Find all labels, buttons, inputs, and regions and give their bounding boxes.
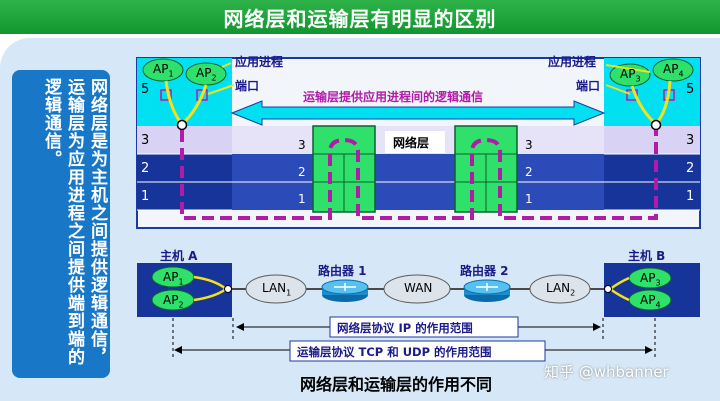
ip-scope-label-box xyxy=(329,316,519,338)
bottom-ap3-label: AP3 xyxy=(640,271,661,288)
left-port-2 xyxy=(196,89,208,101)
left-layer-num-1: 1 xyxy=(141,189,150,204)
router2-label: 路由器 2 xyxy=(460,264,509,278)
page-title: 网络层和运输层有明显的区别 xyxy=(223,7,497,31)
top-ap4-bubble xyxy=(652,58,694,82)
bottom-ap1-label: AP1 xyxy=(163,270,184,287)
top-app-process-pointer-right xyxy=(605,64,651,73)
watermark: 知乎 @whbanner xyxy=(544,363,669,381)
lan2-label: LAN2 xyxy=(546,281,576,298)
lan1-cloud xyxy=(245,274,307,304)
top-ap1-bubble xyxy=(142,58,184,82)
top-ap3-label: AP3 xyxy=(620,67,641,84)
right-layer-num-1: 1 xyxy=(686,189,695,204)
network-layer-label: 网络层 xyxy=(393,136,430,150)
top-port-left: 端口 xyxy=(235,79,260,93)
right-socket-dot xyxy=(650,119,662,131)
router1-stack xyxy=(312,125,376,213)
host-b-label: 主机 B xyxy=(628,249,666,263)
transport-arrow-label: 运输层提供应用进程间的逻辑通信 xyxy=(303,90,484,104)
router1-layer-num-1: 1 xyxy=(298,192,306,206)
logical-communication-path xyxy=(180,130,658,220)
bottom-ap2-label: AP2 xyxy=(163,293,184,310)
lan1-label: LAN1 xyxy=(262,281,292,298)
right-layer-num-2: 2 xyxy=(686,161,695,176)
right-layer-3 xyxy=(604,126,700,154)
router2-icon xyxy=(463,279,511,302)
tcp-scope-label: 运输层协议 TCP 和 UDP 的作用范围 xyxy=(297,345,492,359)
wan-label: WAN xyxy=(404,281,433,295)
transport-arrow xyxy=(230,100,606,126)
wan-cloud xyxy=(383,274,451,304)
lan2-cloud xyxy=(529,274,591,304)
left-layer-1 xyxy=(137,182,232,210)
router2-layer-num-2: 2 xyxy=(525,165,533,179)
top-app-process-pointer-left xyxy=(221,62,232,68)
right-layer-2 xyxy=(604,154,700,182)
right-layer-num-3: 3 xyxy=(686,133,695,148)
tcp-scope-label-box xyxy=(289,340,546,362)
bottom-left-socket xyxy=(224,285,232,293)
left-layer-num-5: 5 xyxy=(141,82,150,97)
bottom-caption: 网络层和运输层的作用不同 xyxy=(300,375,493,394)
left-layer-2 xyxy=(137,154,232,182)
router1-label: 路由器 1 xyxy=(318,264,367,278)
bottom-right-socket xyxy=(604,285,612,293)
router2-layer-num-3: 3 xyxy=(525,138,533,152)
right-layer-1 xyxy=(604,182,700,210)
ip-scope-label: 网络层协议 IP 的作用范围 xyxy=(337,321,473,335)
host-a-label: 主机 A xyxy=(160,249,198,263)
bottom-left-mux xyxy=(193,275,227,302)
right-layer-num-5: 5 xyxy=(686,82,695,97)
title-bar xyxy=(0,0,720,34)
top-app-process-left: 应用进程 xyxy=(235,55,284,69)
right-host-stack xyxy=(604,58,700,211)
router1-layer-num-2: 2 xyxy=(298,165,306,179)
top-port-pointer-right xyxy=(605,84,631,95)
router1-icon xyxy=(321,279,369,302)
top-port-pointer-left xyxy=(207,84,235,95)
left-layer-3 xyxy=(137,126,232,154)
left-socket-dot xyxy=(176,119,188,131)
router2-layer-num-1: 1 xyxy=(525,192,533,206)
top-app-process-right: 应用进程 xyxy=(548,55,597,69)
side-note-box xyxy=(12,70,110,378)
bottom-ap4-label: AP4 xyxy=(640,293,661,310)
left-layer-num-3: 3 xyxy=(141,133,150,148)
top-port-right: 端口 xyxy=(576,79,601,93)
network-layer-label-box xyxy=(385,131,445,153)
router2-stack xyxy=(454,125,518,213)
left-layer-num-2: 2 xyxy=(141,161,150,176)
top-ap4-label: AP4 xyxy=(663,62,684,79)
top-ap1-label: AP1 xyxy=(153,62,174,79)
side-note-text: 网络层是为主机之间提供逻辑通信，运输层为应用进程之间提供端到端的逻辑通信。 xyxy=(41,78,107,366)
top-ap2-label: AP2 xyxy=(196,66,217,83)
router1-layer-num-3: 3 xyxy=(298,138,306,152)
